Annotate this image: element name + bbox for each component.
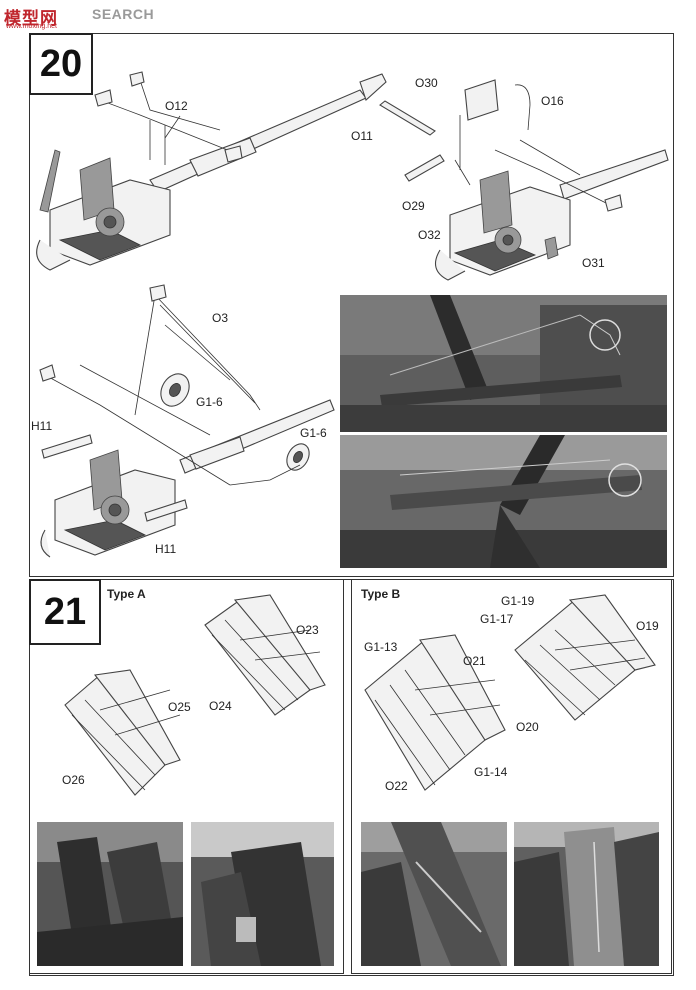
- label-h11-a: H11: [31, 419, 53, 433]
- type-b-diagram: [364, 594, 656, 791]
- label-o25: O25: [168, 700, 191, 714]
- step-21-number: 21: [29, 579, 101, 645]
- label-g1-19: G1-19: [501, 594, 535, 608]
- reference-photo-3: [37, 822, 183, 966]
- label-o26: O26: [62, 773, 85, 787]
- label-g1-13: G1-13: [364, 640, 398, 654]
- label-o23: O23: [296, 623, 319, 637]
- reference-photo-2: [340, 435, 667, 568]
- type-a-diagram: [64, 594, 326, 796]
- label-g1-17: G1-17: [480, 612, 514, 626]
- label-o30: O30: [415, 76, 438, 90]
- label-g1-14: G1-14: [474, 765, 508, 779]
- step-20-diagram-gun-3: [39, 284, 335, 558]
- label-o29: O29: [402, 199, 425, 213]
- label-o16: O16: [541, 94, 564, 108]
- label-o31: O31: [582, 256, 605, 270]
- step-21-type-b-panel: [351, 579, 672, 974]
- step-20-diagram-gun-1: [36, 71, 387, 271]
- type-b-title: Type B: [361, 587, 401, 601]
- label-o21: O21: [463, 654, 486, 668]
- label-o24: O24: [209, 699, 232, 713]
- site-url: www.moxing.net: [6, 23, 57, 30]
- label-o20: O20: [516, 720, 539, 734]
- label-o3: O3: [212, 311, 229, 325]
- label-o12: O12: [165, 99, 188, 113]
- label-o32: O32: [418, 228, 441, 242]
- label-g1-6-a: G1-6: [196, 395, 223, 409]
- reference-photo-5: [361, 822, 507, 966]
- site-search-label: SEARCH: [92, 6, 155, 22]
- reference-photo-4: [191, 822, 334, 966]
- label-o19: O19: [636, 619, 659, 633]
- step-21-type-a-panel: [29, 579, 344, 974]
- step-20-frame: [29, 33, 674, 577]
- label-h11-b: H11: [155, 542, 177, 556]
- site-logo: 模型网: [4, 9, 58, 28]
- label-o11: O11: [351, 129, 373, 143]
- label-o22: O22: [385, 779, 408, 793]
- type-a-title: Type A: [107, 587, 146, 601]
- label-g1-6-b: G1-6: [300, 426, 327, 440]
- reference-photo-6: [514, 822, 659, 966]
- step-20-diagram-gun-2: [379, 79, 669, 281]
- step-20-number: 20: [29, 33, 93, 95]
- reference-photo-1: [340, 295, 667, 432]
